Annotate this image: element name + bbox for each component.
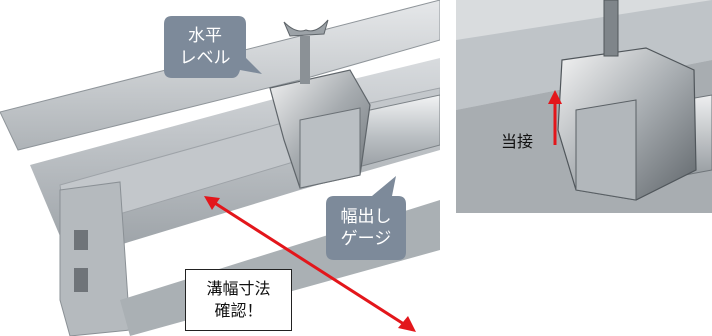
contact-arrow-head-icon (548, 90, 562, 104)
callout-bubble-gauge (326, 176, 406, 260)
callout-level: 水平 レベル (179, 26, 231, 68)
callout-gauge: 幅出し ゲージ (340, 207, 392, 249)
photo-clamp-closeup (456, 0, 712, 213)
width-measure-arrow (209, 198, 411, 330)
photo-rail-assembly: 水平 レベル 幅出し ゲージ 溝幅寸法 確認！ (0, 0, 440, 336)
arrow-head-end-icon (398, 316, 416, 332)
arrow-head-start-icon (204, 196, 220, 210)
contact-label: 当接 (501, 132, 534, 151)
clamp-closeup-illustration (456, 0, 712, 213)
groove-width-note: 溝幅寸法 確認！ (185, 269, 292, 331)
callout-bubble-level (164, 16, 262, 78)
